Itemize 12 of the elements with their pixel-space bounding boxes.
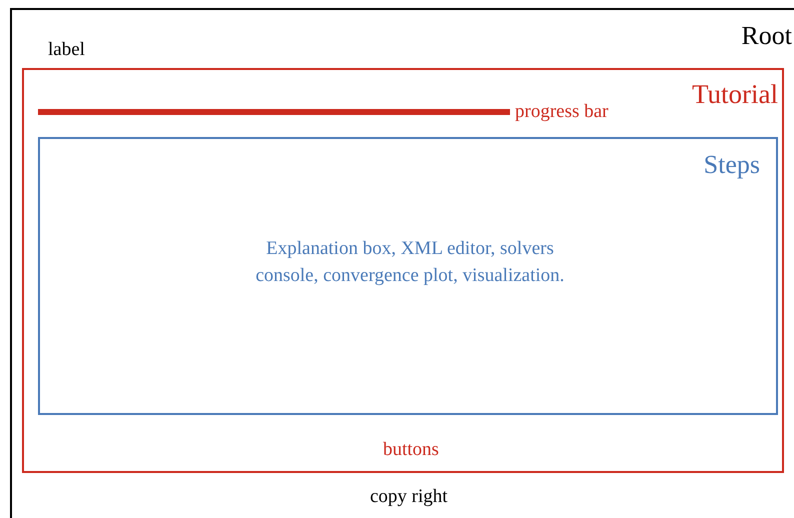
progress-bar: [38, 109, 510, 115]
annotation-text: buttons: [383, 438, 439, 462]
frame-heading: Tutorial: [692, 78, 778, 111]
frame-heading: Steps: [704, 149, 760, 181]
annotation-text: copy right: [370, 485, 448, 509]
frame-heading: Root: [741, 20, 792, 52]
frame: [10, 8, 794, 518]
annotation-text: label: [48, 38, 85, 62]
bar-caption: progress bar: [515, 100, 608, 124]
description-text: Explanation box, XML editor, solvers console, convergence plot, visualization.: [254, 237, 566, 288]
frame: [22, 68, 784, 473]
frame: [38, 137, 778, 415]
